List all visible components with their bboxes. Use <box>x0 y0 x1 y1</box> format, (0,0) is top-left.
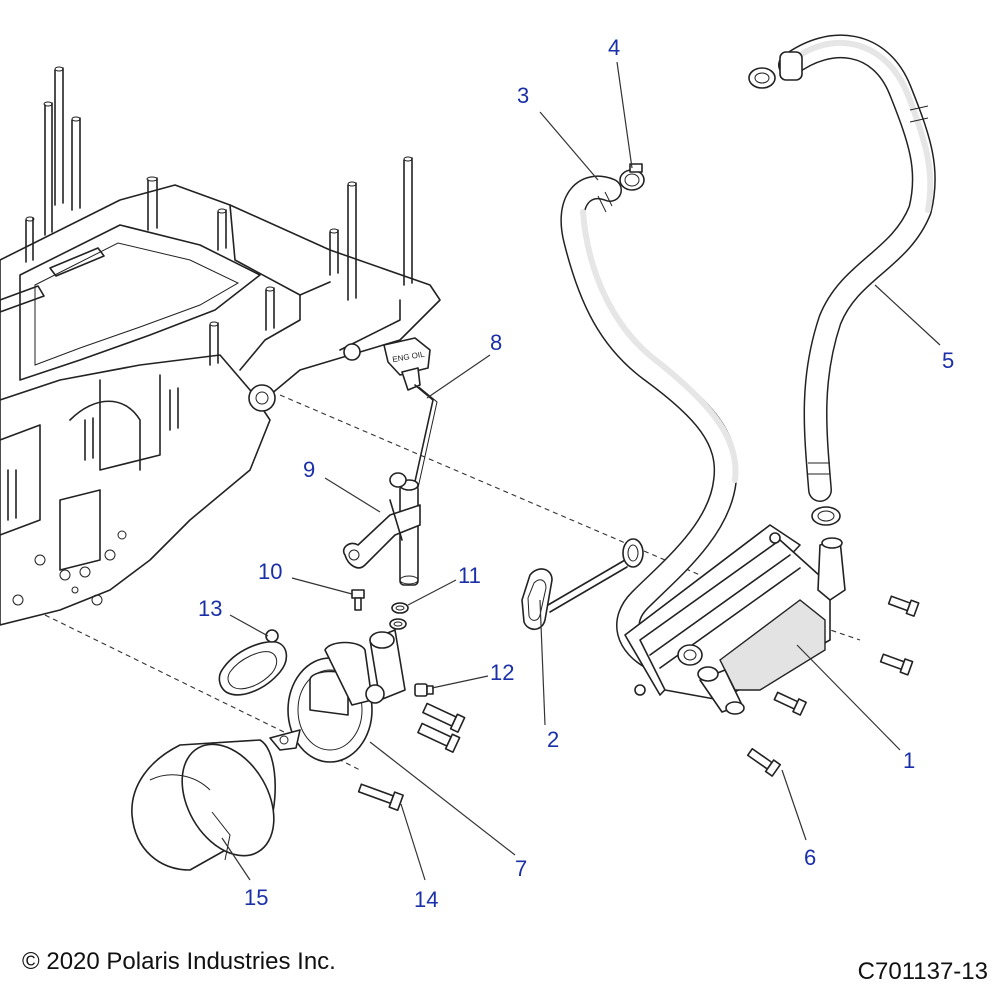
callout-9: 9 <box>303 457 315 482</box>
callout-11: 11 <box>458 563 481 588</box>
oil-cooler <box>624 524 846 715</box>
copyright-text: © 2020 Polaris Industries Inc. <box>22 948 336 975</box>
callout-10: 10 <box>258 559 282 584</box>
hose-clamp-4 <box>619 163 645 191</box>
callout-5: 5 <box>942 348 954 373</box>
leader-lines <box>221 61 941 881</box>
callout-12: 12 <box>490 660 514 685</box>
callout-labels: 1 2 3 4 5 6 7 8 9 10 11 12 13 14 15 <box>198 35 954 912</box>
drawing-id: C701137-13 <box>857 958 988 985</box>
callout-4: 4 <box>608 35 620 60</box>
o-rings-11 <box>389 602 409 630</box>
callout-6: 6 <box>804 845 816 870</box>
adapter-bolts <box>417 702 466 753</box>
hose-clamp-lower <box>811 506 841 526</box>
gasket-2 <box>521 538 644 631</box>
callout-13: 13 <box>198 596 222 621</box>
hose-clamp-top <box>748 51 803 89</box>
oil-filter-adapter-7 <box>269 629 406 763</box>
callout-7: 7 <box>515 856 527 881</box>
callout-2: 2 <box>547 727 559 752</box>
oil-filter-15 <box>131 739 276 871</box>
bolt-10 <box>351 589 365 611</box>
callout-8: 8 <box>490 330 502 355</box>
bolts-6 <box>746 595 920 777</box>
dipstick-tube-9 <box>342 472 421 586</box>
callout-14: 14 <box>414 887 438 912</box>
gasket-13 <box>218 629 288 696</box>
hose-3 <box>560 175 739 672</box>
callout-15: 15 <box>244 885 268 910</box>
callout-1: 1 <box>903 748 915 773</box>
hose-clamp-cooler <box>677 644 703 666</box>
dipstick-8: ENG OIL <box>383 337 438 498</box>
hose-5 <box>778 34 936 502</box>
bolt-14 <box>357 783 404 812</box>
plug-12 <box>414 683 434 697</box>
engine-block <box>0 66 441 626</box>
callout-3: 3 <box>517 83 529 108</box>
